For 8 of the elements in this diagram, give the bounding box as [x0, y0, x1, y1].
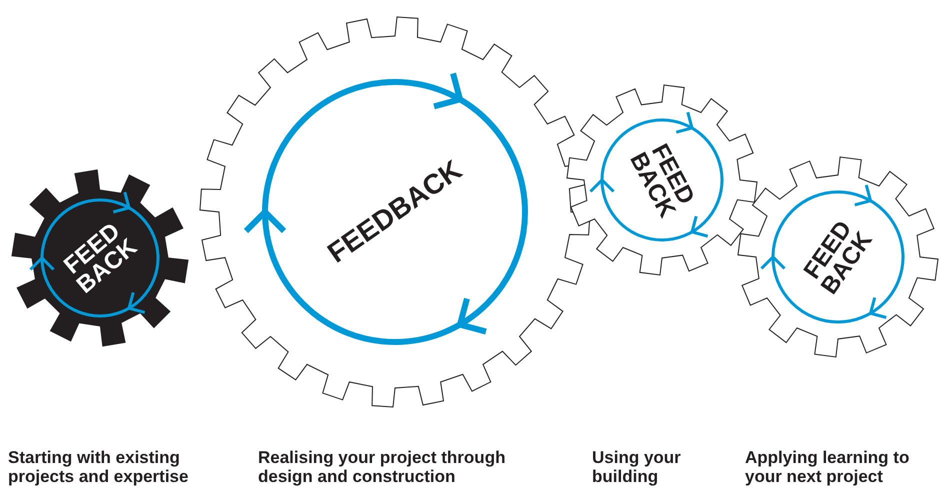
- gear: [567, 85, 757, 275]
- stage-caption: Realising your project through design and construction: [258, 448, 506, 486]
- stage-caption: Using your building: [592, 448, 682, 486]
- gear: [738, 157, 938, 357]
- stage-caption: Starting with existing projects and expertise: [8, 448, 190, 486]
- gear: [200, 17, 590, 407]
- gear: [12, 170, 188, 346]
- stage-caption: Applying learning to your next project: [745, 448, 910, 486]
